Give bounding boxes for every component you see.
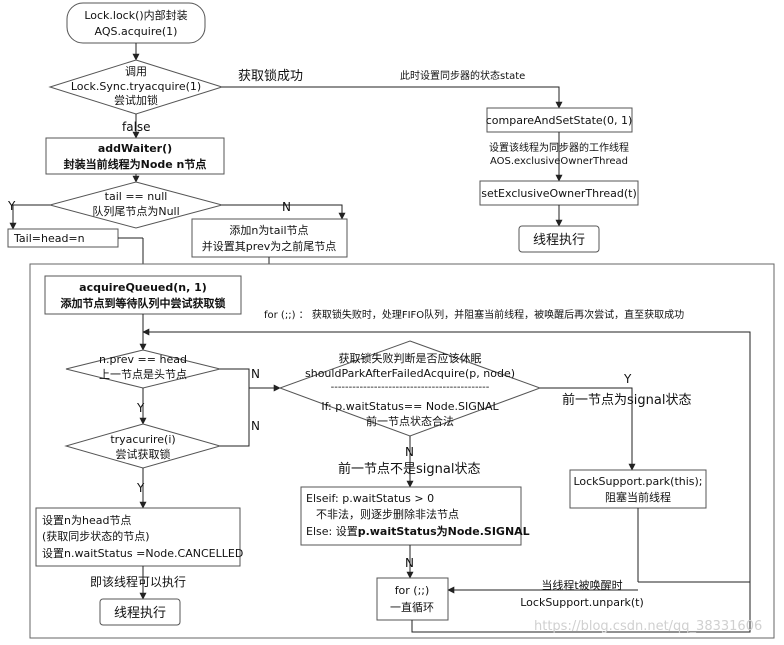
tail-label-line2: 队列尾节点为Null	[92, 204, 179, 218]
set-head-line1: 设置n为head节点	[42, 514, 131, 527]
for-loop-return	[411, 582, 751, 633]
addwaiter-label-line2: 封装当前线程为Node n节点	[64, 157, 207, 171]
for-loop-line2: 一直循环	[390, 600, 434, 614]
should-separator: ----------------------------------------…	[331, 382, 490, 393]
wake-label-line2: LockSupport.unpark(t)	[520, 596, 644, 609]
owner-note-line2: AOS.exclusiveOwnerThread	[490, 156, 628, 167]
cas-box	[486, 107, 633, 133]
tail-label-line1: tail == null	[105, 190, 168, 203]
exec-label-top: 线程执行	[533, 233, 585, 248]
wake-label-line1: 当线程t被唤醒时	[541, 578, 622, 592]
add-tail-box	[191, 218, 348, 258]
loop-back-line	[142, 328, 751, 583]
can-run-note: 即该线程可以执行	[90, 574, 186, 589]
prev-no-label: N	[251, 367, 260, 381]
exec-terminal-top	[518, 225, 600, 253]
should-label-line2: shouldParkAfterFailedAcquire(p, node)	[305, 367, 515, 380]
aq-label-line2: 添加节点到等待队列中尝试获取锁	[61, 296, 226, 310]
else-label-line2: 不非法，则逐步删除非法节点	[316, 507, 459, 521]
exec-terminal-bottom	[99, 598, 181, 626]
try-label-line1: 调用	[125, 65, 147, 78]
park-label-line1: LockSupport.park(this);	[573, 475, 702, 488]
should-label-line3: If: p.waitStatus== Node.SIGNAL	[321, 400, 499, 413]
prev-label-line2: 上一节点是头节点	[99, 368, 187, 381]
tail-no-label: N	[282, 200, 291, 214]
start-label-line1: Lock.lock()内部封装	[84, 8, 187, 22]
signal-note: 前一节点为signal状态	[562, 392, 691, 408]
park-label-line2: 阻塞当前线程	[605, 490, 671, 504]
else-label-line1: Elseif: p.waitStatus > 0	[306, 492, 434, 505]
success-label: 获取锁成功	[238, 68, 303, 84]
tryacq-yes-label: Y	[136, 481, 145, 495]
should-label-line1: 获取锁失败判断是否应该休眠	[339, 351, 482, 365]
add-tail-line2: 并设置其prev为之前尾节点	[202, 239, 337, 253]
tryacq-label-line1: tryacurire(i)	[110, 433, 175, 446]
owner-note-line1: 设置该线程为同步器的工作线程	[489, 141, 629, 154]
set-state-note: 此时设置同步器的状态state	[400, 69, 525, 82]
should-label-line4: 前一节点状态合法	[366, 414, 454, 428]
tryacq-no-label: N	[251, 419, 260, 433]
tail-head-label: Tail=head=n	[13, 232, 85, 245]
exec-label-bottom: 线程执行	[114, 606, 166, 621]
cas-label: compareAndSetState(0, 1)	[486, 114, 633, 127]
else-box	[300, 486, 522, 546]
prev-label-line1: n.prev == head	[99, 353, 187, 366]
tail-null-decision	[48, 181, 224, 229]
false-label: false	[122, 120, 151, 134]
addwaiter-box	[45, 137, 225, 175]
acquire-queued-box	[44, 275, 242, 315]
prev-yes-label: Y	[136, 401, 145, 415]
arrow-prev-no	[220, 368, 281, 392]
else-label-line3: Else: 设置p.waitStatus为Node.SIGNAL	[306, 524, 530, 538]
should-yes-label: Y	[623, 372, 632, 386]
arrow-tryacq-no	[220, 388, 250, 447]
for-loop-line1: for (;;)	[395, 584, 430, 597]
set-owner-label: setExclusiveOwnerThread(t)	[481, 187, 637, 200]
set-head-line3: 设置n.waitStatus =Node.CANCELLED	[42, 547, 243, 560]
for-loop-note: for (;;) ： 获取锁失败时，处理FIFO队列，并阻塞当前线程，被唤醒后再…	[264, 308, 684, 321]
try-label-line2: Lock.Sync.tryacquire(1)	[71, 80, 201, 93]
not-signal-note: 前一节点不是signal状态	[338, 461, 480, 477]
set-head-line2: (获取同步状态的节点)	[42, 529, 150, 543]
for-loop-box	[376, 577, 449, 621]
addwaiter-label-line1: addWaiter()	[98, 142, 172, 155]
watermark: https://blog.csdn.net/qq_38331606	[534, 619, 762, 634]
arrow-should-yes	[540, 387, 636, 471]
should-no-label: N	[405, 445, 414, 459]
arrow-tail-no	[222, 204, 346, 220]
aq-label-line1: acquireQueued(n, 1)	[79, 281, 207, 294]
else-no-label: N	[405, 556, 414, 570]
arrow-success-path	[222, 86, 563, 109]
tryacq-label-line2: 尝试获取锁	[116, 447, 171, 461]
tail-yes-label: Y	[7, 199, 16, 213]
try-label-line3: 尝试加锁	[114, 93, 158, 107]
arrow-tail-yes	[9, 204, 50, 230]
set-head-box	[35, 507, 241, 567]
park-box	[569, 469, 707, 509]
add-tail-line1: 添加n为tail节点	[229, 223, 308, 237]
start-label-line2: AQS.acquire(1)	[95, 25, 178, 38]
